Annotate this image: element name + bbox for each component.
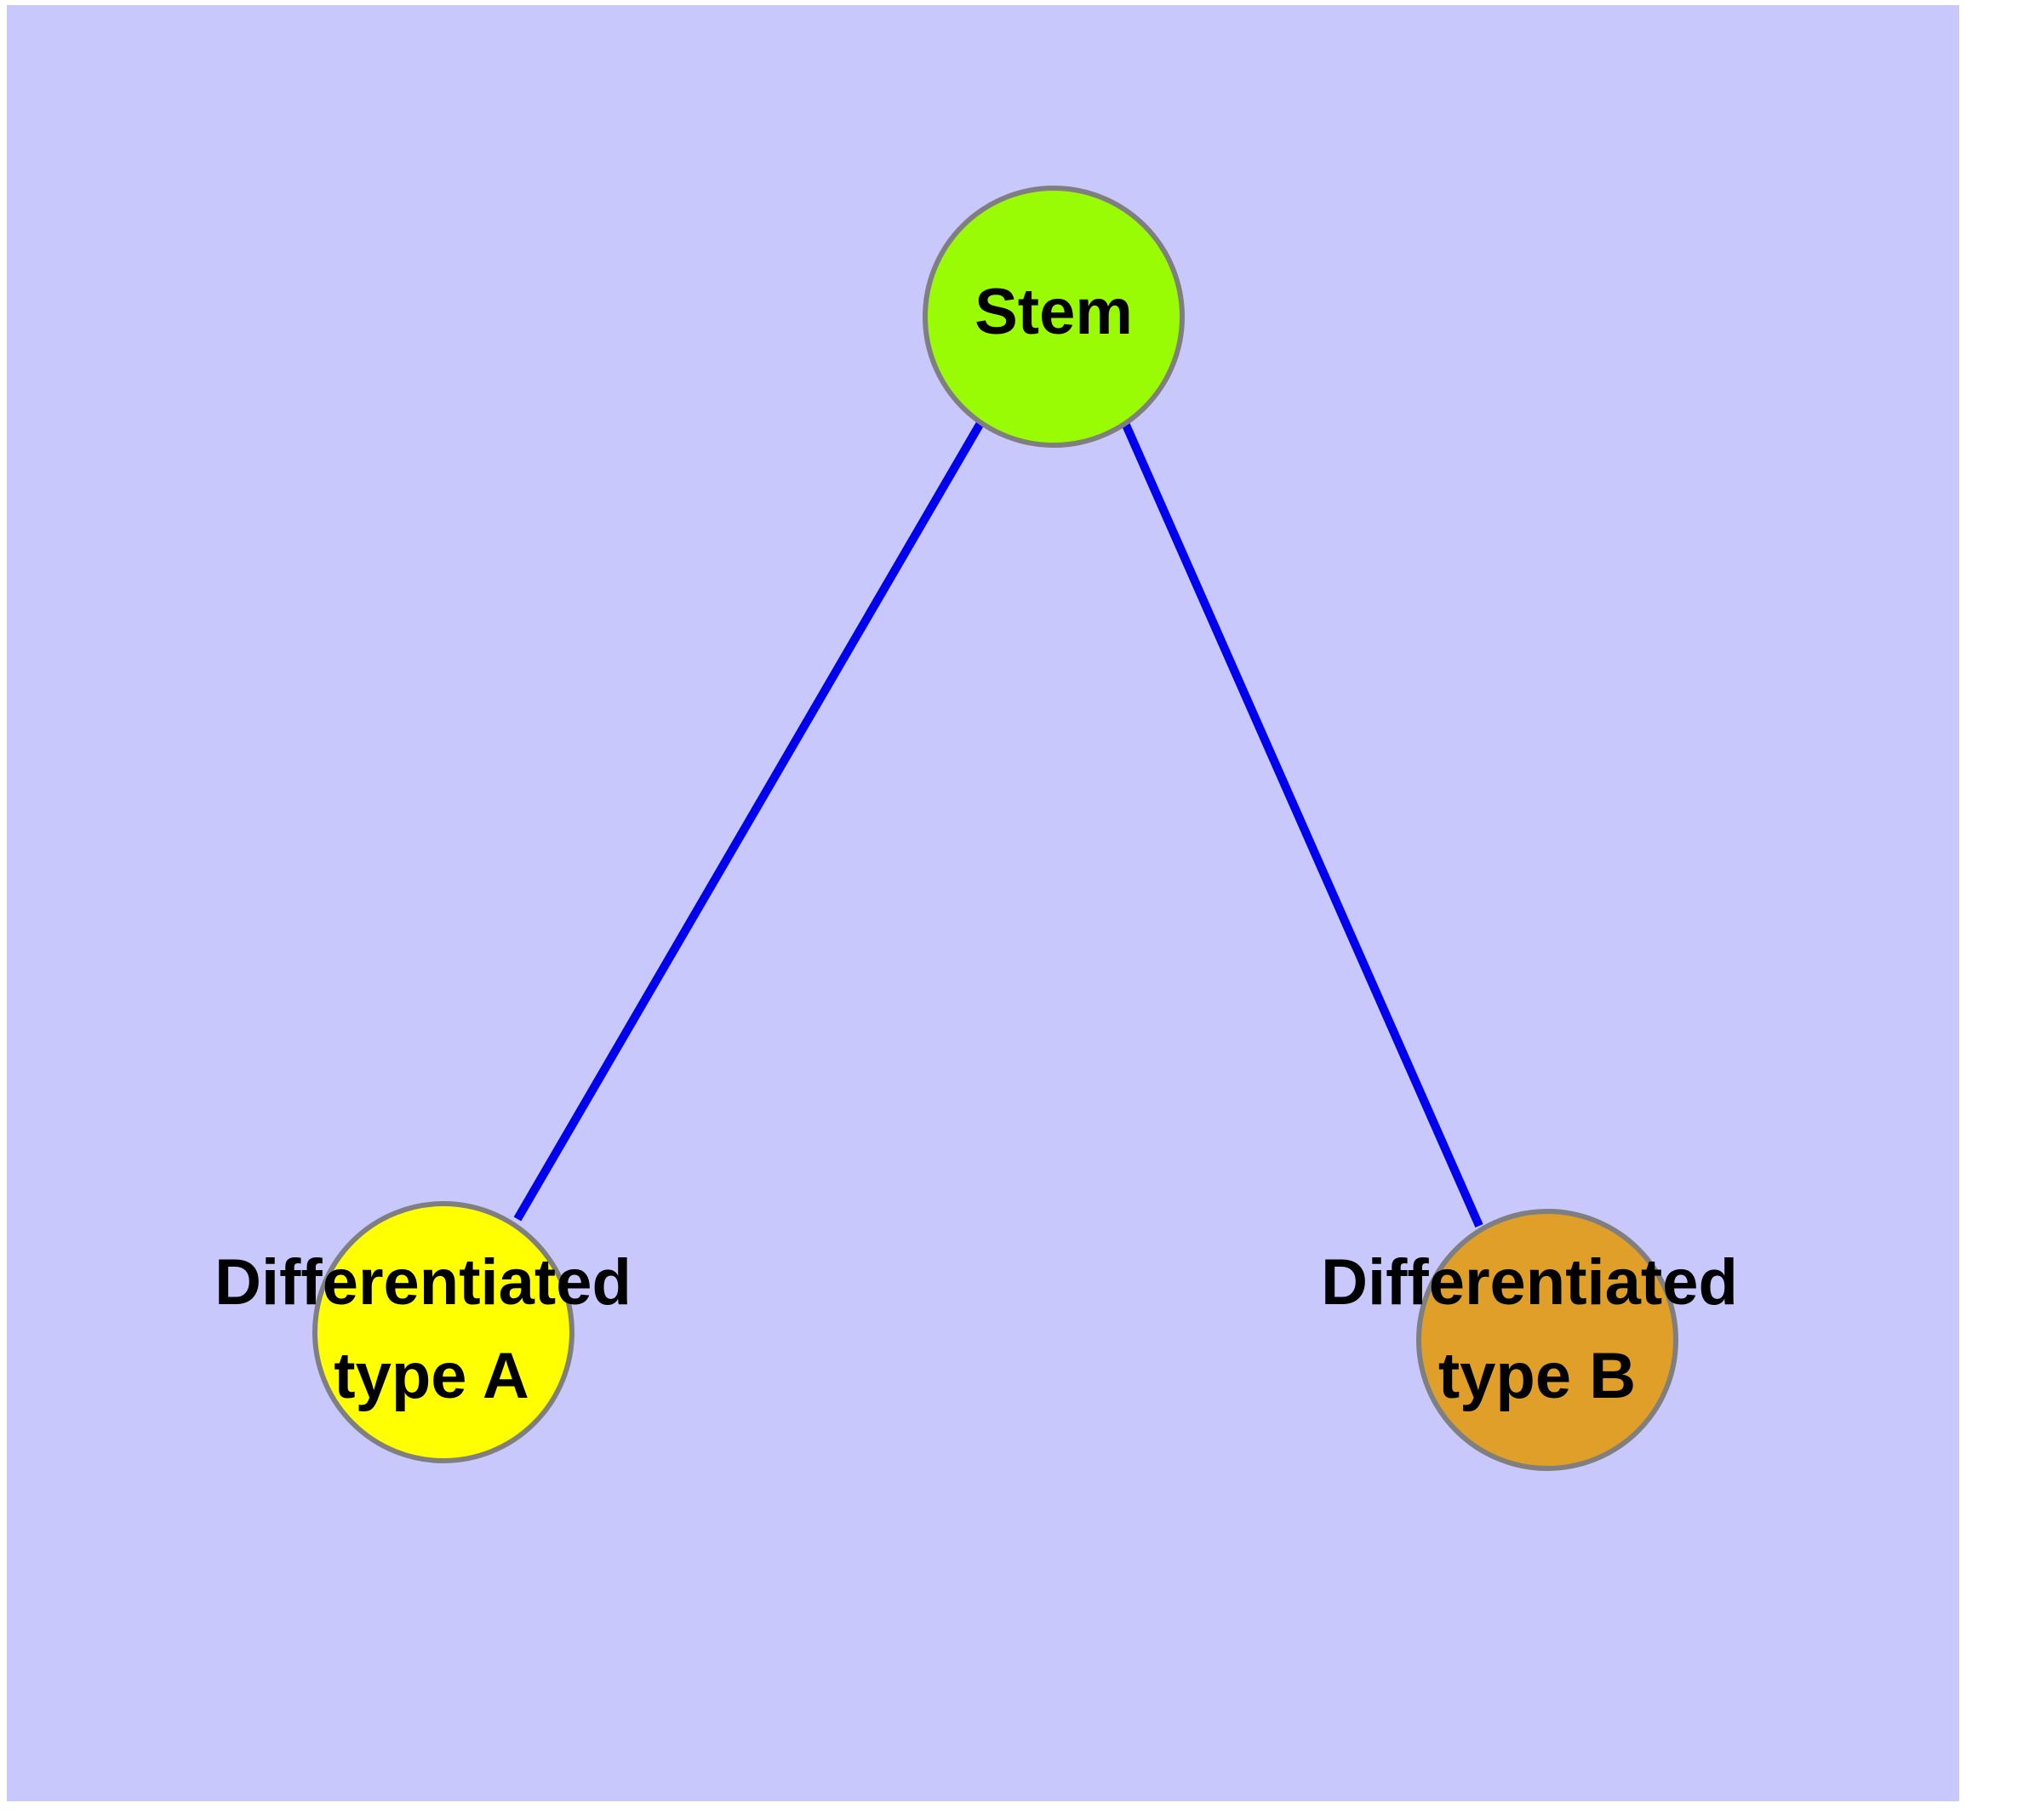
- edge-layer: [513, 421, 1483, 1228]
- edge-stem-to-differentiated-type-b[interactable]: [1121, 421, 1483, 1228]
- node-label-differentiated-type-a-line-1: Differentiated: [214, 1246, 632, 1319]
- node-label-stem: Stem: [974, 276, 1133, 348]
- node-layer: [312, 186, 1678, 1471]
- node-differentiated-type-a[interactable]: [312, 1201, 574, 1463]
- node-circle-differentiated-type-a[interactable]: [312, 1201, 574, 1463]
- node-circle-stem[interactable]: [923, 186, 1185, 448]
- node-circle-differentiated-type-b[interactable]: [1416, 1209, 1678, 1471]
- label-layer: Stem Differentiated type A Differentiate…: [214, 276, 1738, 1412]
- node-label-differentiated-type-a-line-2: type A: [334, 1340, 529, 1412]
- edge-stem-to-differentiated-type-a[interactable]: [513, 421, 985, 1222]
- node-label-differentiated-type-b-line-2: type B: [1438, 1340, 1636, 1412]
- node-stem[interactable]: [923, 186, 1185, 448]
- node-label-differentiated-type-b-line-1: Differentiated: [1321, 1246, 1738, 1319]
- node-differentiated-type-b[interactable]: [1416, 1209, 1678, 1471]
